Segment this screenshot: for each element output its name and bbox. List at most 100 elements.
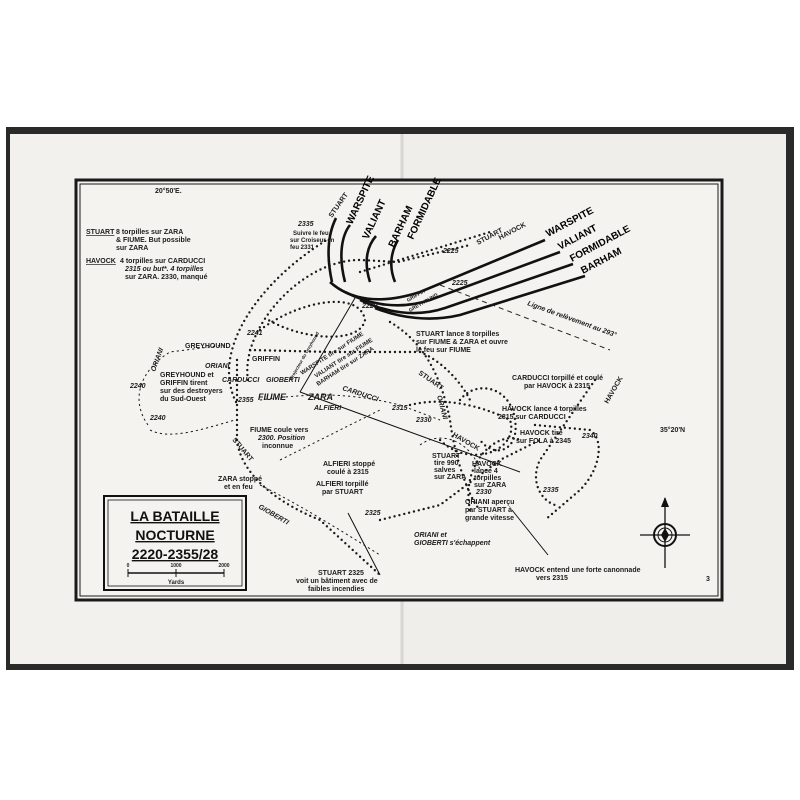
latitude-label: 35°20'N — [660, 426, 685, 434]
scale-tick-1000: 1000 — [170, 563, 181, 569]
svg-text:feu 2331: feu 2331 — [290, 245, 315, 251]
note-havock-line: sur ZARA. 2330, manqué — [125, 274, 208, 281]
dotted-tracks — [138, 230, 600, 577]
note-stuart-name: STUART — [86, 229, 115, 236]
svg-text:2315 sur CARDUCCI: 2315 sur CARDUCCI — [498, 414, 566, 421]
time-label: 2330 — [415, 417, 432, 424]
torpedo-notes: STUART 8 torpilles sur ZARA & FIUME. But… — [86, 229, 208, 281]
time-label: 2241 — [246, 330, 263, 337]
svg-text:du Sud-Ouest: du Sud-Ouest — [160, 396, 207, 403]
annotation-suivre-feu: Suivre le feu sur Croiseur en feu 2331 — [290, 231, 335, 251]
page-number: 3 — [706, 576, 710, 583]
svg-text:ORIANI aperçu: ORIANI aperçu — [465, 499, 514, 506]
note-havock-name: HAVOCK — [86, 258, 116, 265]
annotation-alfieri-stoppe: ALFIERI stoppé coulé à 2315 — [323, 461, 375, 476]
svg-text:sur ZARA: sur ZARA — [434, 474, 466, 481]
svg-text:par HAVOCK à 2315: par HAVOCK à 2315 — [524, 383, 590, 390]
svg-text:le feu sur FIUME: le feu sur FIUME — [416, 347, 471, 354]
ship-label-oriani: ORIANI — [205, 363, 231, 370]
time-label: 2335 — [297, 221, 314, 228]
battleship-tracks — [327, 217, 611, 351]
map-title-line1: LA BATAILLE — [130, 508, 219, 524]
note-havock-line: 2315 ou but*. 4 torpilles — [124, 266, 204, 273]
time-label: 2315 — [391, 405, 408, 412]
svg-text:salves: salves — [434, 467, 456, 474]
ship-label-carducci: CARDUCCI — [222, 377, 260, 384]
time-label: 2355 — [237, 397, 254, 404]
ship-label-fiume: FIUME — [258, 392, 287, 402]
svg-text:ZARA stoppé: ZARA stoppé — [218, 476, 262, 483]
svg-text:sur des destroyers: sur des destroyers — [160, 388, 223, 395]
map-frame-inner — [79, 183, 719, 597]
annotation-havock-zara: HAVOCK lance 4 torpilles sur ZARA 2330 — [472, 461, 506, 496]
ship-label-alfieri: ALFIERI — [313, 405, 342, 412]
svg-text:tire 990: tire 990 — [434, 460, 459, 467]
svg-text:vers 2315: vers 2315 — [536, 575, 568, 582]
time-label: 2240 — [129, 383, 146, 390]
annotation-havock-lance-carducci: HAVOCK lance 4 torpilles 2315 sur CARDUC… — [498, 406, 587, 421]
time-label: 2225 — [451, 280, 468, 287]
svg-text:et en feu: et en feu — [224, 484, 253, 491]
svg-text:HAVOCK: HAVOCK — [472, 461, 502, 468]
scale-tick-2000: 2000 — [218, 563, 229, 569]
annotation-stuart-voit: STUART 2325 voit un bâtiment avec de fai… — [296, 570, 378, 593]
annotation-zara-stoppe: ZARA stoppé et en feu — [218, 476, 262, 491]
svg-text:sur ZARA: sur ZARA — [474, 482, 506, 489]
annotation-stuart-tire: STUART tire 990 salves sur ZARA — [432, 453, 466, 481]
svg-text:voit un bâtiment avec de: voit un bâtiment avec de — [296, 578, 378, 585]
longitude-label: 20°50'E. — [155, 187, 182, 195]
note-stuart-line: 8 torpilles sur ZARA — [116, 229, 183, 236]
time-label: 2229 — [361, 303, 378, 310]
ship-label-griffin: GRIFFIN — [252, 356, 280, 363]
annotation-oriani-apercu: ORIANI aperçu par STUART à grande vitess… — [465, 499, 514, 522]
time-label: 2225 — [442, 248, 459, 255]
time-label: 2335 — [542, 487, 559, 494]
svg-text:faibles incendies: faibles incendies — [308, 586, 365, 593]
annotation-carducci-torpille: CARDUCCI torpillé et coulé par HAVOCK à … — [512, 375, 603, 390]
svg-text:2330: 2330 — [475, 489, 492, 496]
time-label: 2325 — [364, 510, 381, 517]
annotation-canonnade: HAVOCK entend une forte canonnade vers 2… — [515, 567, 641, 582]
map-title-line3: 2220-2355/28 — [132, 546, 219, 562]
annotation-havock-tire: HAVOCK tire sur FOLA à 2345 — [516, 430, 571, 445]
svg-text:ALFIERI stoppé: ALFIERI stoppé — [323, 461, 375, 468]
svg-text:GRIFFIN tirent: GRIFFIN tirent — [160, 380, 208, 387]
svg-text:2300. Position: 2300. Position — [257, 435, 305, 442]
svg-text:coulé à 2315: coulé à 2315 — [327, 469, 369, 476]
svg-text:Suivre le feu: Suivre le feu — [293, 231, 329, 237]
note-havock-line: 4 torpilles sur CARDUCCI — [120, 258, 205, 265]
svg-text:STUART 2325: STUART 2325 — [318, 570, 364, 577]
map-title-box: LA BATAILLE NOCTURNE 2220-2355/28 0 1000… — [103, 495, 247, 591]
svg-text:ORIANI et: ORIANI et — [414, 532, 447, 539]
svg-text:par STUART: par STUART — [322, 489, 364, 496]
annotation-fiume-coule: FIUME coule vers 2300. Position inconnue — [250, 427, 308, 450]
svg-text:grande vitesse: grande vitesse — [465, 515, 514, 522]
compass-rose-icon — [640, 497, 690, 568]
annotation-alfieri-torpille: ALFIERI torpillé par STUART — [316, 481, 369, 496]
annotation-echappent: ORIANI et GIOBERTI s'échappent — [414, 532, 491, 547]
ship-label-greyhound: GREYHOUND — [185, 343, 231, 350]
time-label: 2240 — [149, 415, 166, 422]
svg-text:CARDUCCI torpillé et coulé: CARDUCCI torpillé et coulé — [512, 375, 603, 382]
annotation-stuart-lance: STUART lance 8 torpilles sur FIUME & ZAR… — [416, 331, 508, 354]
svg-text:HAVOCK lance 4 torpilles: HAVOCK lance 4 torpilles — [502, 406, 587, 413]
svg-text:GREYHOUND et: GREYHOUND et — [160, 372, 214, 379]
svg-text:GIOBERTI s'échappent: GIOBERTI s'échappent — [414, 540, 491, 547]
note-stuart-line: sur ZARA — [116, 245, 148, 252]
svg-text:STUART: STUART — [432, 453, 461, 460]
ship-label-zara: ZARA — [307, 392, 333, 402]
svg-text:par STUART à: par STUART à — [465, 507, 512, 514]
annotation-greyhound-griffin: GREYHOUND et GRIFFIN tirent sur des dest… — [160, 372, 223, 403]
map-title-line2: NOCTURNE — [135, 527, 214, 543]
svg-text:inconnue: inconnue — [262, 443, 293, 450]
svg-text:HAVOCK entend une forte canonn: HAVOCK entend une forte canonnade — [515, 567, 641, 574]
svg-text:sur FOLA à 2345: sur FOLA à 2345 — [516, 438, 571, 445]
svg-text:STUART lance 8 torpilles: STUART lance 8 torpilles — [416, 331, 499, 338]
scale-unit: Yards — [168, 580, 185, 586]
svg-text:torpilles: torpilles — [474, 475, 501, 482]
scale-tick-0: 0 — [127, 563, 130, 569]
svg-text:ALFIERI torpillé: ALFIERI torpillé — [316, 481, 369, 488]
svg-text:HAVOCK tire: HAVOCK tire — [520, 430, 563, 437]
note-stuart-line: & FIUME. But possible — [116, 237, 191, 244]
